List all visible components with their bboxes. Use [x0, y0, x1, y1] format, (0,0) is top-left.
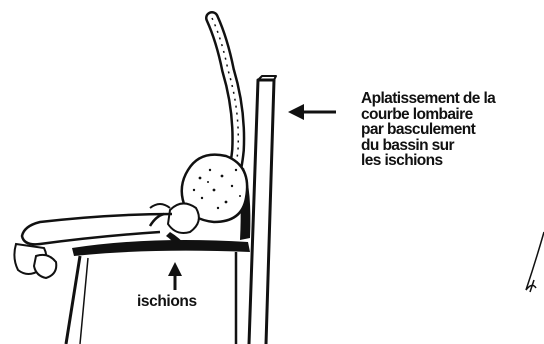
knee — [14, 244, 56, 278]
chair-backrest — [249, 76, 276, 344]
caption-line: par basculement — [361, 122, 544, 138]
femur — [22, 214, 172, 244]
arrow-to-lumbar — [288, 104, 336, 120]
arrow-to-ischions — [168, 262, 182, 290]
ischions-label: ischions — [137, 293, 197, 311]
caption-line: les ischions — [361, 153, 544, 169]
lumbar-flattening-caption: Aplatissement de la courbe lombaire par … — [361, 91, 544, 169]
chair-seat — [66, 240, 250, 344]
pelvis — [150, 155, 247, 233]
caption-line: courbe lombaire — [361, 107, 544, 123]
caption-line: du bassin sur — [361, 138, 544, 154]
partial-figure-right — [526, 232, 544, 292]
caption-line: Aplatissement de la — [361, 91, 544, 107]
